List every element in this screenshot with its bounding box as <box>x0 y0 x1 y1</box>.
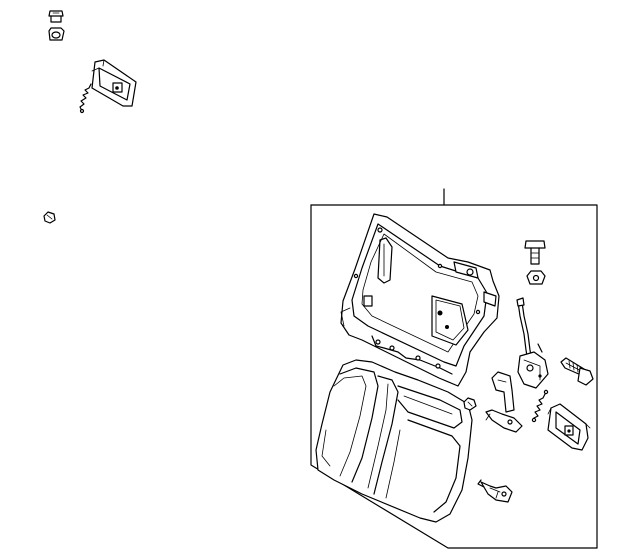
nut-top-left <box>48 27 65 41</box>
latch-housing-right <box>547 403 591 451</box>
lower-bracket <box>477 479 513 503</box>
spring-top-left <box>79 83 92 114</box>
bolt-right <box>524 240 546 265</box>
release-cable <box>516 297 533 363</box>
seat-back-frame <box>340 213 500 387</box>
bolt-top-left <box>48 10 64 23</box>
nut-right <box>526 270 546 285</box>
grommet <box>463 397 477 411</box>
spring-right <box>531 389 549 423</box>
hook-bracket <box>485 409 523 433</box>
clip-left <box>43 211 56 224</box>
bracket <box>491 371 515 413</box>
hinge-bolt <box>560 357 594 386</box>
seat-back-cushion <box>315 359 473 523</box>
latch-bracket-top-left <box>91 59 137 107</box>
assembly-box <box>310 188 598 549</box>
latch-assembly <box>517 343 549 389</box>
